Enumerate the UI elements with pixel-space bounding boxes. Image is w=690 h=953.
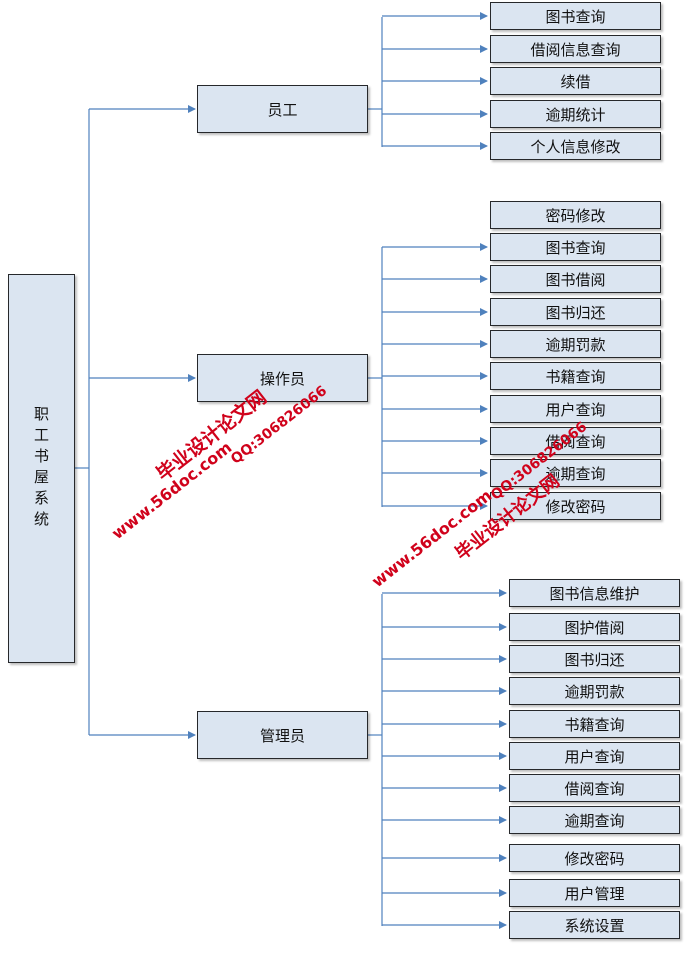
leaf-label: 图书查询 [545,7,606,26]
leaf-node: 书籍查询 [490,362,661,390]
leaf-node: 修改密码 [490,492,661,520]
leaf-label: 逾期罚款 [545,335,606,354]
leaf-label: 书籍查询 [564,715,625,734]
leaf-label: 图书归还 [545,303,606,322]
leaf-node: 用户管理 [509,879,680,907]
leaf-node: 图书归还 [490,298,661,326]
leaf-label: 个人信息修改 [530,137,621,156]
leaf-node: 密码修改 [490,201,661,229]
leaf-label: 逾期统计 [545,105,606,124]
leaf-label: 续借 [560,72,591,91]
role-label: 员工 [267,100,298,119]
leaf-label: 逾期罚款 [564,682,625,701]
leaf-node: 图书查询 [490,2,661,30]
leaf-node: 借阅信息查询 [490,35,661,63]
leaf-label: 借阅查询 [545,432,606,451]
leaf-node: 书籍查询 [509,710,680,738]
leaf-label: 图书归还 [564,650,625,669]
role-node-staff: 员工 [197,85,368,133]
leaf-label: 用户查询 [564,747,625,766]
leaf-node: 个人信息修改 [490,132,661,160]
leaf-label: 借阅信息查询 [530,40,621,59]
leaf-node: 修改密码 [509,844,680,872]
leaf-label: 图书信息维护 [549,584,640,603]
leaf-label: 系统设置 [564,916,625,935]
leaf-label: 借阅查询 [564,779,625,798]
leaf-label: 用户管理 [564,884,625,903]
leaf-node: 图书归还 [509,645,680,673]
leaf-node: 系统设置 [509,911,680,939]
leaf-node: 借阅查询 [490,427,661,455]
role-label: 管理员 [259,726,305,745]
leaf-label: 书籍查询 [545,367,606,386]
leaf-node: 逾期罚款 [490,330,661,358]
leaf-node: 逾期统计 [490,100,661,128]
leaf-node: 图护借阅 [509,613,680,641]
leaf-node: 用户查询 [490,395,661,423]
leaf-node: 用户查询 [509,742,680,770]
leaf-node: 续借 [490,67,661,95]
root-label: 职工书屋系统 [32,405,50,532]
leaf-label: 逾期查询 [564,811,625,830]
leaf-label: 图书借阅 [545,270,606,289]
root-node: 职工书屋系统 [8,274,75,663]
role-label: 操作员 [259,369,305,388]
leaf-label: 修改密码 [545,497,606,516]
leaf-label: 逾期查询 [545,464,606,483]
leaf-label: 用户查询 [545,400,606,419]
role-node-operator: 操作员 [197,354,368,402]
leaf-node: 逾期罚款 [509,677,680,705]
leaf-node: 图书借阅 [490,265,661,293]
role-node-admin: 管理员 [197,711,368,759]
leaf-node: 逾期查询 [509,806,680,834]
leaf-label: 修改密码 [564,849,625,868]
leaf-node: 图书信息维护 [509,579,680,607]
leaf-node: 逾期查询 [490,459,661,487]
leaf-node: 借阅查询 [509,774,680,802]
leaf-node: 图书查询 [490,233,661,261]
leaf-label: 图书查询 [545,238,606,257]
leaf-label: 密码修改 [545,206,606,225]
leaf-label: 图护借阅 [564,618,625,637]
